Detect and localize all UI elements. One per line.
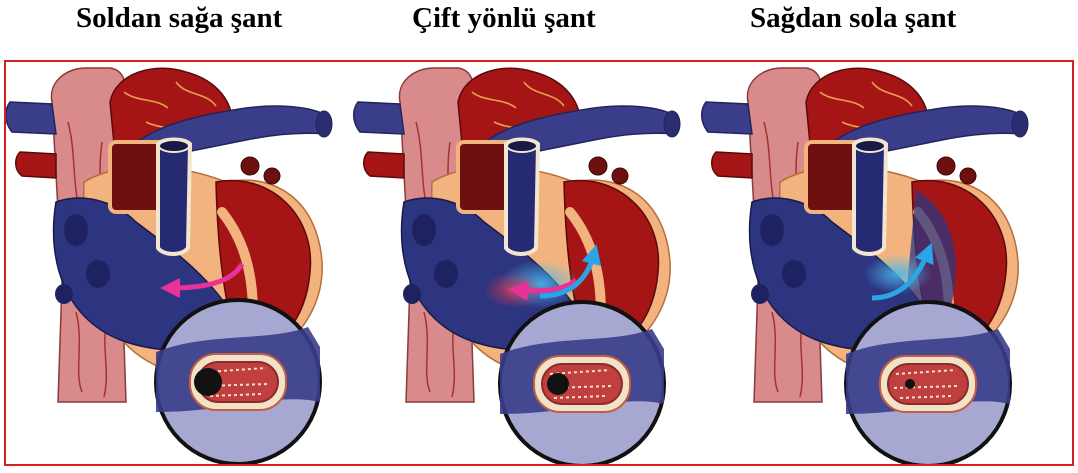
heart-shunt-illustration: [6, 62, 1072, 464]
panel-right-to-left: [702, 68, 1028, 464]
illustration-frame: [4, 60, 1074, 466]
panel-bidirectional: [354, 68, 680, 464]
vessel-inset: [846, 302, 1010, 464]
vessel-inset: [500, 302, 664, 464]
panel-title-right-to-left: Sağdan sola şant: [750, 2, 956, 35]
vessel-inset: [156, 300, 320, 464]
panel-title-bidirectional: Çift yönlü şant: [412, 2, 596, 35]
panel-left-to-right: [6, 68, 332, 464]
panel-title-left-to-right: Soldan sağa şant: [76, 2, 282, 35]
